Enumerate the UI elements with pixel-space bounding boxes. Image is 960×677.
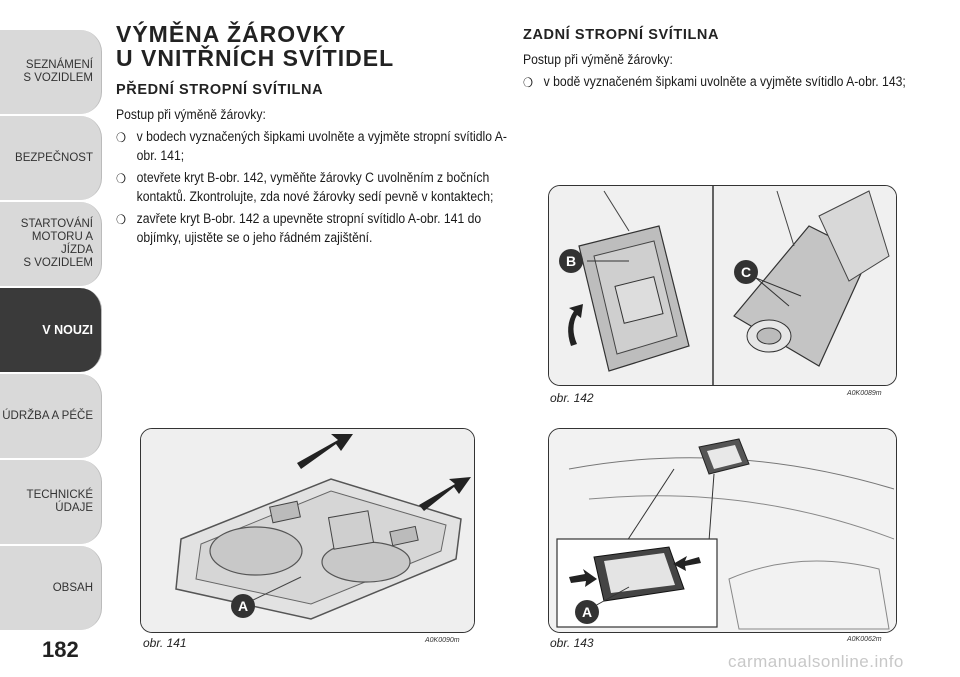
tab-startovani[interactable]: STARTOVÁNÍ MOTORU A JÍZDA S VOZIDLEM (0, 202, 102, 286)
caption-142: obr. 142 (550, 391, 594, 405)
rear-lamp-illustration: A (549, 429, 896, 632)
label-a-141: A (238, 598, 248, 614)
section-heading-rear: ZADNÍ STROPNÍ SVÍTILNA (523, 27, 720, 43)
figure-143: A (548, 428, 897, 633)
label-a-143: A (582, 604, 592, 620)
label-c: C (741, 264, 751, 280)
section-heading-front: PŘEDNÍ STROPNÍ SVÍTILNA (116, 82, 324, 98)
tab-v-nouzi[interactable]: V NOUZI (0, 288, 102, 372)
page-title: VÝMĚNA ŽÁROVKY U VNITŘNÍCH SVÍTIDEL (116, 21, 395, 71)
page-number: 182 (42, 637, 79, 662)
figure-142: B C (548, 185, 897, 386)
figure-141: A (140, 428, 475, 633)
code-142: A0K0089m (847, 390, 882, 397)
code-143: A0K0062m (847, 636, 882, 643)
watermark: carmanualsonline.info (728, 652, 904, 671)
list-item: otevřete kryt B-obr. 142, vyměňte žárovk… (116, 169, 521, 207)
front-lamp-illustration: A (141, 429, 474, 632)
tab-seznameni[interactable]: SEZNÁMENÍ S VOZIDLEM (0, 30, 102, 114)
right-column: ZADNÍ STROPNÍ SVÍTILNA Postup při výměně… (523, 27, 923, 92)
tab-technicke-udaje[interactable]: TECHNICKÉ ÚDAJE (0, 460, 102, 544)
intro-text: Postup při výměně žárovky: (523, 52, 673, 68)
tab-udrzba[interactable]: ÚDRŽBA A PÉČE (0, 374, 102, 458)
list-item: v bodech vyznačených šipkami uvolněte a … (116, 128, 521, 166)
lamp-cover-illustration: B C (549, 186, 896, 385)
tab-obsah[interactable]: OBSAH (0, 546, 102, 630)
caption-141: obr. 141 (143, 636, 187, 650)
tab-bezpecnost[interactable]: BEZPEČNOST (0, 116, 102, 200)
code-141: A0K0090m (425, 637, 460, 644)
list-item: v bodě vyznačeném šipkami uvolněte a vyj… (523, 73, 931, 92)
left-column: VÝMĚNA ŽÁROVKY U VNITŘNÍCH SVÍTIDEL PŘED… (116, 21, 507, 346)
intro-text: Postup při výměně žárovky: (116, 107, 266, 123)
caption-143: obr. 143 (550, 636, 594, 650)
list-item: zavřete kryt B-obr. 142 a upevněte strop… (116, 210, 521, 248)
label-b: B (566, 253, 576, 269)
